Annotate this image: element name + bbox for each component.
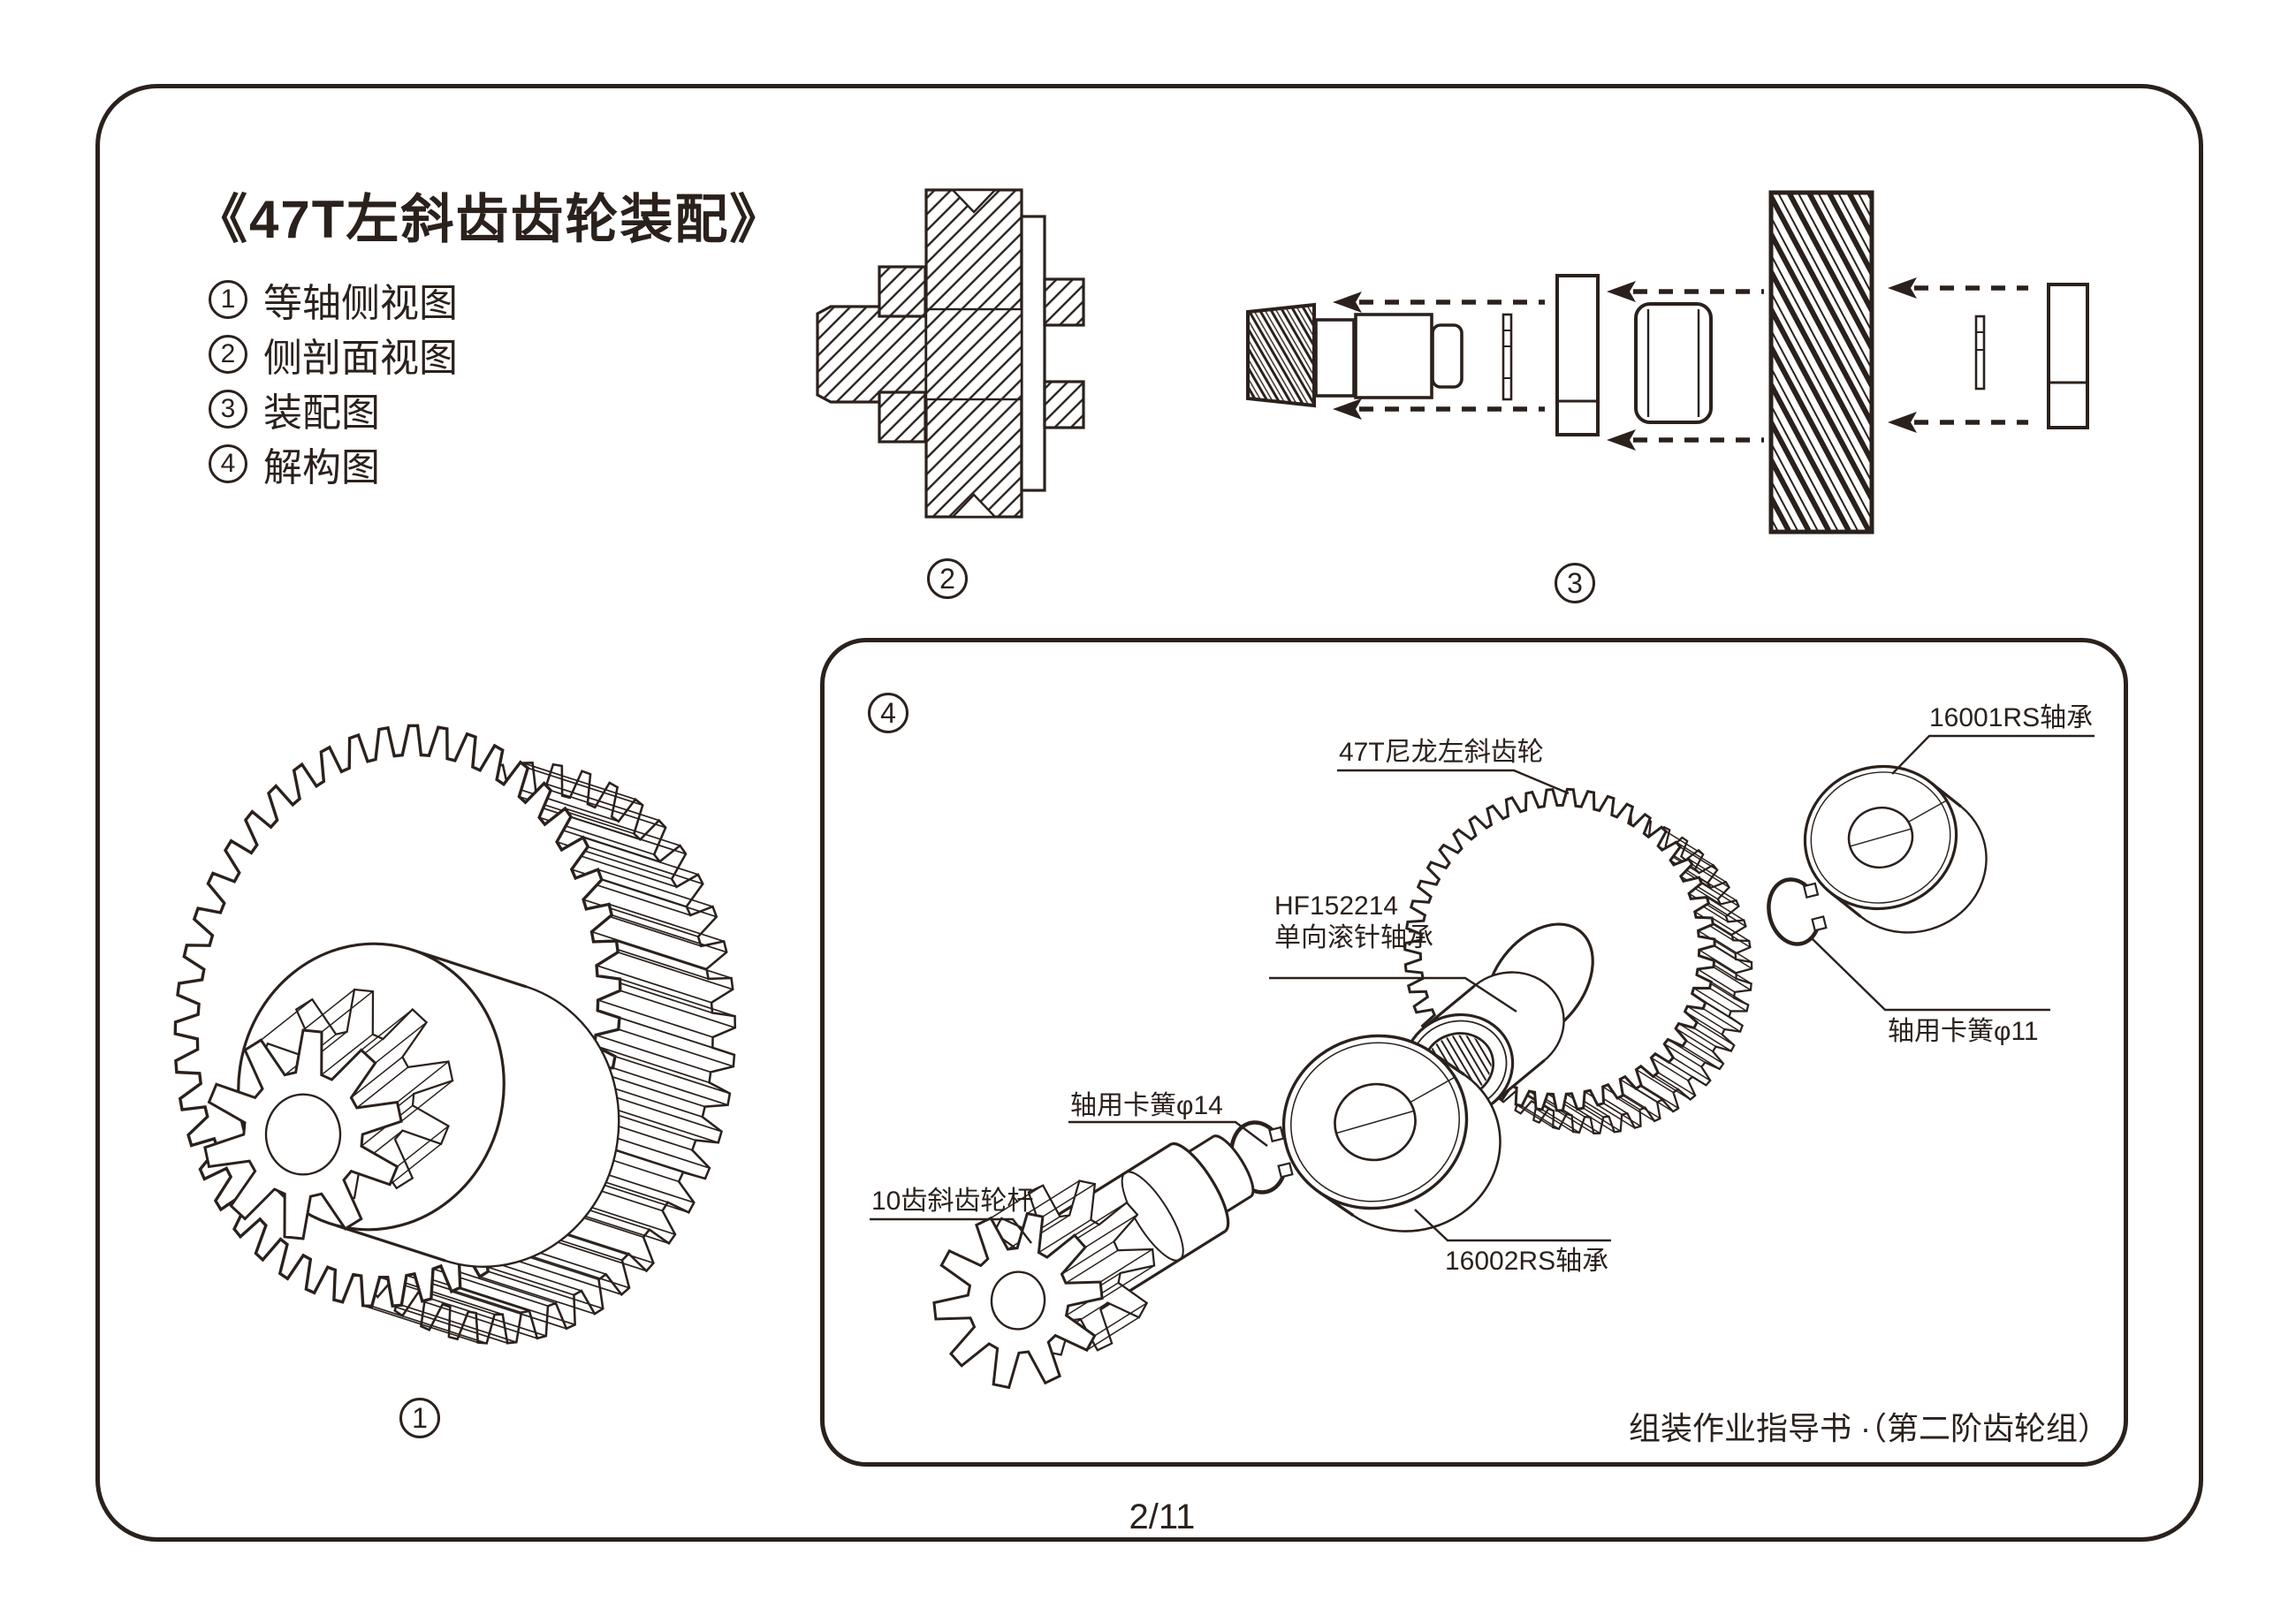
- generated-isometric-figures: [173, 277, 2095, 1390]
- label-bearing-16001: 16001RS轴承: [1929, 703, 2094, 732]
- arrowhead-left-icon: [1607, 281, 1636, 302]
- legend-label-3: 装配图: [263, 391, 380, 435]
- arrowhead-left-icon: [1333, 398, 1362, 420]
- leader-bearing-16002: [1414, 1209, 1611, 1242]
- label-bearing-16002: 16002RS轴承: [1445, 1247, 1609, 1276]
- label-clip-11: 轴用卡簧φ11: [1888, 1017, 2039, 1046]
- legend-label-1: 等轴侧视图: [263, 282, 458, 325]
- fig4-pinion-head: [932, 1179, 1156, 1390]
- leader-needle-bearing: [1269, 976, 1517, 1013]
- panel4-border: [820, 638, 2128, 1467]
- legend-item-3: 3 装配图: [209, 382, 458, 436]
- legend-label-2: 侧剖面视图: [263, 337, 458, 380]
- fig4-bearing-16002: [1281, 1034, 1502, 1232]
- page-title: 《47T左斜齿齿轮装配》: [194, 190, 785, 249]
- arrowhead-left-icon: [1888, 412, 1917, 433]
- page-number: 2/11: [1129, 1498, 1196, 1536]
- figure-2-marker: 2: [927, 558, 968, 599]
- circled-number-2-icon: 2: [209, 335, 247, 374]
- figure-2-section-view: [816, 188, 1085, 519]
- fig3-pinion-gear-head: [1246, 302, 1316, 408]
- leader-gear-47t: [1337, 769, 1570, 795]
- page-border: [95, 84, 2203, 1542]
- legend-item-4: 4 解构图: [209, 436, 458, 491]
- fig4-clip-11: [1767, 877, 1828, 946]
- legend-label-4: 解构图: [263, 446, 380, 489]
- figure-1-marker: 1: [399, 1398, 440, 1438]
- circled-number-4-icon: 4: [209, 444, 247, 483]
- figure-3-assembly-view: [1246, 190, 2089, 535]
- legend-item-2: 2 侧剖面视图: [209, 327, 458, 382]
- leader-clip-14: [1068, 1120, 1268, 1147]
- leader-bearing-16001: [1891, 734, 2095, 775]
- label-clip-14: 轴用卡簧φ14: [1070, 1091, 1223, 1120]
- label-hf-line1: HF152214: [1274, 891, 1399, 921]
- fig1-pinion-10t: [203, 988, 454, 1240]
- legend-item-1: 1 等轴侧视图: [209, 272, 458, 327]
- fig3-bearing-16002: [1555, 274, 1600, 436]
- circled-number-1-icon: 1: [209, 280, 247, 319]
- figure-4-marker: 4: [868, 693, 909, 733]
- fig4-bearing-16001: [1803, 764, 1988, 934]
- arrowhead-left-icon: [1888, 277, 1917, 299]
- leader-clip-11: [1811, 937, 2050, 1012]
- figure-legend: 1 等轴侧视图 2 侧剖面视图 3 装配图 4 解构图: [209, 272, 458, 491]
- arrowhead-left-icon: [1607, 429, 1636, 451]
- fig3-clip-14: [1502, 313, 1513, 401]
- circled-number-3-icon: 3: [209, 390, 247, 429]
- fig3-shaft-neck: [1314, 318, 1356, 398]
- figure-3-marker: 3: [1555, 563, 1595, 603]
- fig3-bearing-16001: [2047, 283, 2089, 429]
- fig3-shaft-cap: [1431, 323, 1464, 389]
- label-gear-47t: 47T尼龙左斜齿轮: [1339, 738, 1544, 767]
- fig3-needle-bearing: [1634, 302, 1713, 424]
- fig3-clip-11: [1974, 315, 1986, 391]
- arrowhead-left-icon: [1333, 292, 1362, 313]
- leader-pinion-shaft: [870, 1217, 1032, 1244]
- panel-footer: 组装作业指导书 ·（第二阶齿轮组）: [1629, 1410, 2110, 1446]
- label-pinion-shaft: 10齿斜齿轮杆: [871, 1187, 1034, 1216]
- label-hf-line2: 单向滚针轴承: [1274, 923, 1433, 952]
- fig3-gear-47t: [1768, 190, 1874, 535]
